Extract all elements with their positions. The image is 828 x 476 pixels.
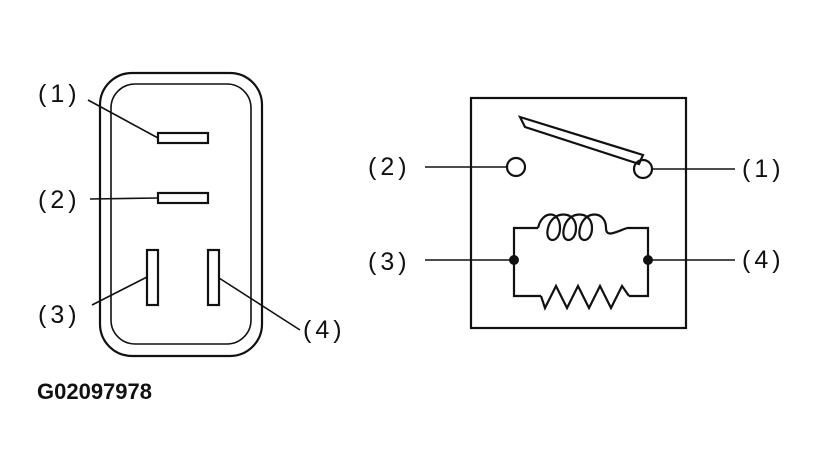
leader-line-2 (89, 197, 159, 200)
relay-body-outline (469, 96, 688, 330)
connector-inner-housing (110, 83, 252, 345)
relay-schematic: (2) (1) (3) (4) (368, 96, 785, 330)
leader-line-1 (87, 99, 159, 139)
coil-icon (536, 213, 628, 242)
leader-line-4 (218, 277, 301, 331)
terminal-1-slot (156, 131, 210, 145)
schematic-label-1: (1) (742, 155, 785, 183)
connector-label-4: (4) (303, 316, 346, 344)
connector-face-view: (1) (2) (3) (4) (38, 71, 346, 358)
connector-label-2: (2) (38, 186, 81, 214)
schematic-label-4: (4) (742, 246, 785, 274)
switch-arm (517, 115, 645, 166)
terminal-4-slot (206, 248, 221, 307)
terminal-2-slot (156, 191, 210, 205)
connector-outer-housing (98, 71, 264, 358)
terminal-3-slot (145, 248, 160, 307)
connector-label-3: (3) (38, 301, 81, 329)
schematic-label-3: (3) (368, 248, 411, 276)
switch-contact-2 (505, 156, 527, 178)
schematic-label-2: (2) (368, 153, 411, 181)
connector-label-1: (1) (38, 80, 81, 108)
resistor-icon (539, 283, 630, 311)
leader-line-3 (91, 276, 148, 306)
figure-code: G02097978 (37, 379, 152, 404)
